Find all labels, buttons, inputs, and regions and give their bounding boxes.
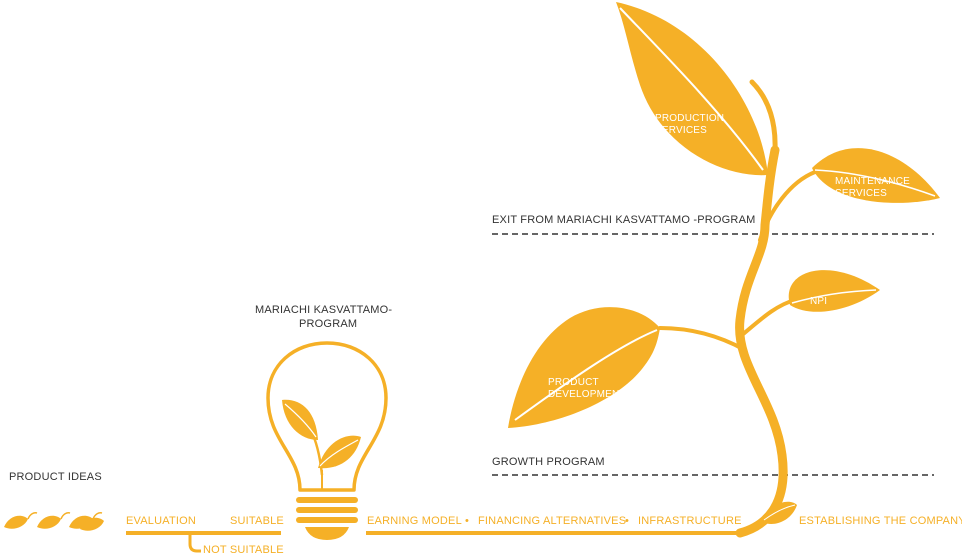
- product-development-label: PRODUCT DEVELOPMENT: [548, 377, 626, 401]
- plant-stem-icon: [658, 79, 817, 538]
- bullet-separator: •: [465, 515, 470, 527]
- bullet-separator: •: [625, 515, 630, 527]
- production-line1: PRODUCTION: [655, 113, 725, 124]
- product-ideas-label: PRODUCT IDEAS: [9, 471, 102, 483]
- maintenance-line1: MAINTENANCE: [835, 176, 910, 187]
- establishing-label: ESTABLISHING THE COMPANY: [799, 515, 962, 527]
- suitable-label: SUITABLE: [230, 515, 284, 527]
- evaluation-label: EVALUATION: [126, 515, 197, 527]
- production-services-leaf: [616, 2, 768, 176]
- bulb-base: [296, 497, 358, 540]
- infrastructure-label: INFRASTRUCTURE: [638, 515, 742, 527]
- maintenance-services-label: MAINTENANCE SERVICES: [835, 176, 910, 200]
- npi-label: NPI: [810, 296, 828, 307]
- seed-leaf-icon: [37, 512, 71, 529]
- financing-label: FINANCING ALTERNATIVES: [478, 515, 627, 527]
- production-services-label: PRODUCTION SERVICES: [655, 113, 724, 137]
- earning-model-label: EARNING MODEL: [367, 515, 462, 527]
- small-leaf-icon: [762, 501, 797, 525]
- maintenance-line2: SERVICES: [835, 188, 887, 199]
- growth-label: GROWTH PROGRAM: [492, 456, 605, 468]
- product-dev-line1: PRODUCT: [548, 377, 599, 388]
- program-title-line2: PROGRAM: [299, 318, 358, 330]
- flow-line: [126, 531, 740, 553]
- maintenance-services-leaf: [812, 148, 940, 203]
- product-dev-line2: DEVELOPMENT: [548, 389, 626, 400]
- seed-leaf-icon: [80, 517, 104, 531]
- npi-leaf: [788, 270, 880, 312]
- sprout-icon: [282, 399, 361, 476]
- program-title-line1: MARIACHI KASVATTAMO-: [255, 304, 393, 316]
- exit-label: EXIT FROM MARIACHI KASVATTAMO -PROGRAM: [492, 214, 756, 226]
- product-development-leaf: [508, 307, 660, 428]
- not-suitable-label: NOT SUITABLE: [203, 544, 284, 556]
- seed-leaf-icon: [4, 512, 38, 529]
- production-line2: SERVICES: [655, 125, 707, 136]
